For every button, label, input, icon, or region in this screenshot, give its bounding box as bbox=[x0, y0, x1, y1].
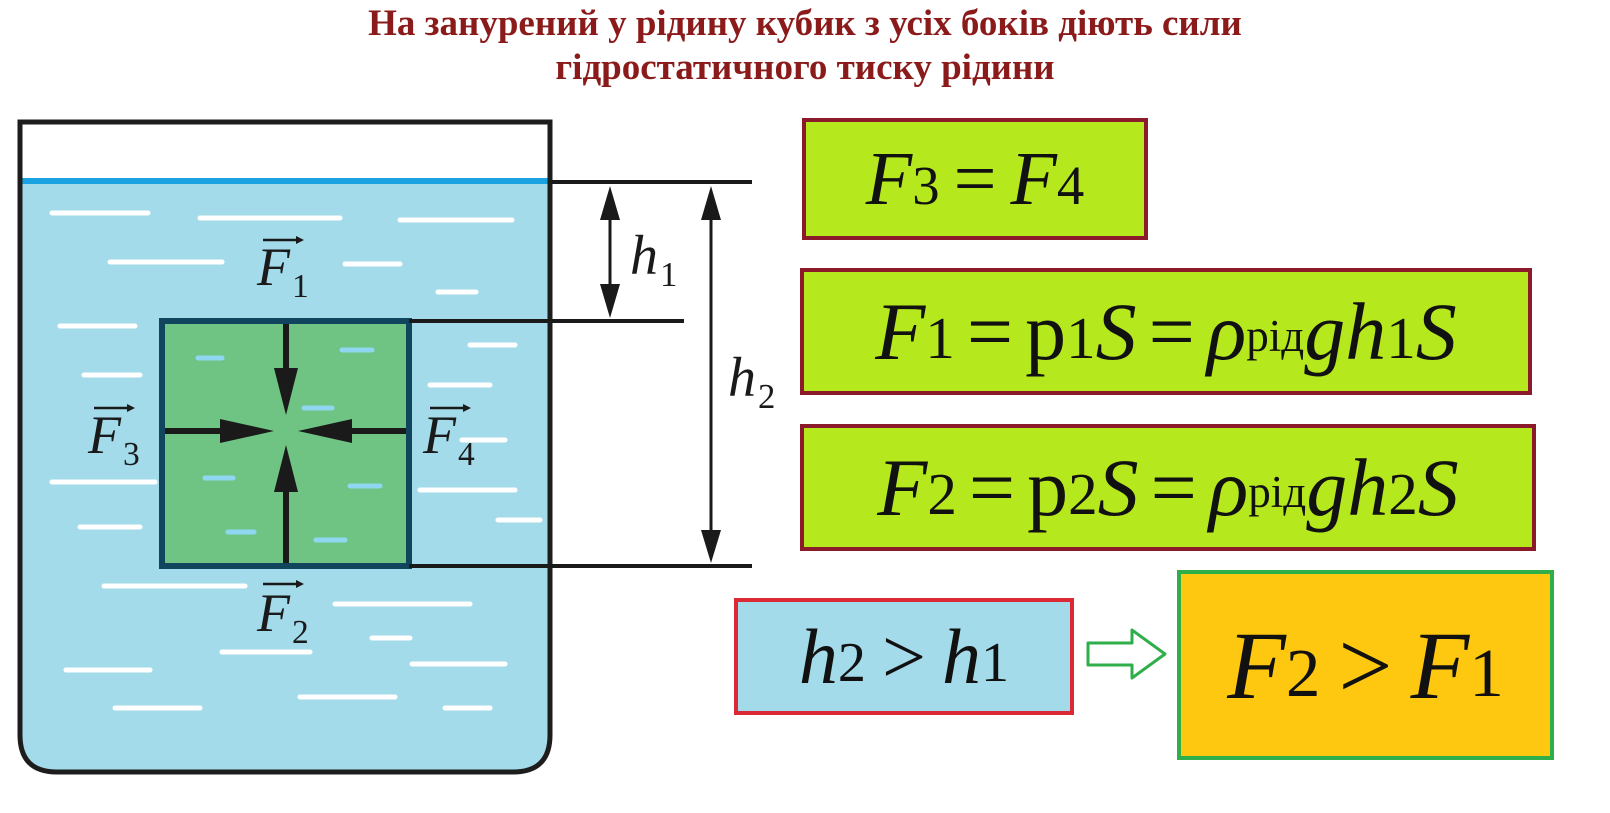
label-f3: F3 bbox=[88, 405, 140, 473]
arrow-f2-head bbox=[274, 445, 298, 492]
vessel bbox=[17, 119, 553, 775]
depth-reference-lines bbox=[409, 180, 752, 568]
title-line-2: гідростатичного тиску рідини bbox=[555, 47, 1055, 88]
label-h2: h2 bbox=[728, 347, 776, 417]
label-f4: F4 bbox=[423, 405, 475, 473]
label-f1: F1 bbox=[257, 237, 309, 305]
arrow-f1-head bbox=[274, 368, 298, 415]
water-ripples bbox=[49, 210, 543, 711]
implies-arrow-icon bbox=[1086, 628, 1167, 680]
vector-bars bbox=[94, 236, 471, 588]
title: На занурений у рідину кубик з усіх боків… bbox=[0, 2, 1610, 90]
cube-ripples bbox=[195, 347, 383, 543]
arrow-f4-head bbox=[298, 419, 352, 443]
label-h1: h1 bbox=[630, 225, 678, 295]
label-f2: F2 bbox=[257, 583, 309, 651]
arrow-f3-head bbox=[220, 419, 274, 443]
h1-dimension bbox=[600, 186, 620, 318]
force-arrows bbox=[165, 324, 406, 563]
h2-dimension bbox=[701, 186, 721, 563]
title-line-1: На занурений у рідину кубик з усіх боків… bbox=[368, 3, 1242, 44]
